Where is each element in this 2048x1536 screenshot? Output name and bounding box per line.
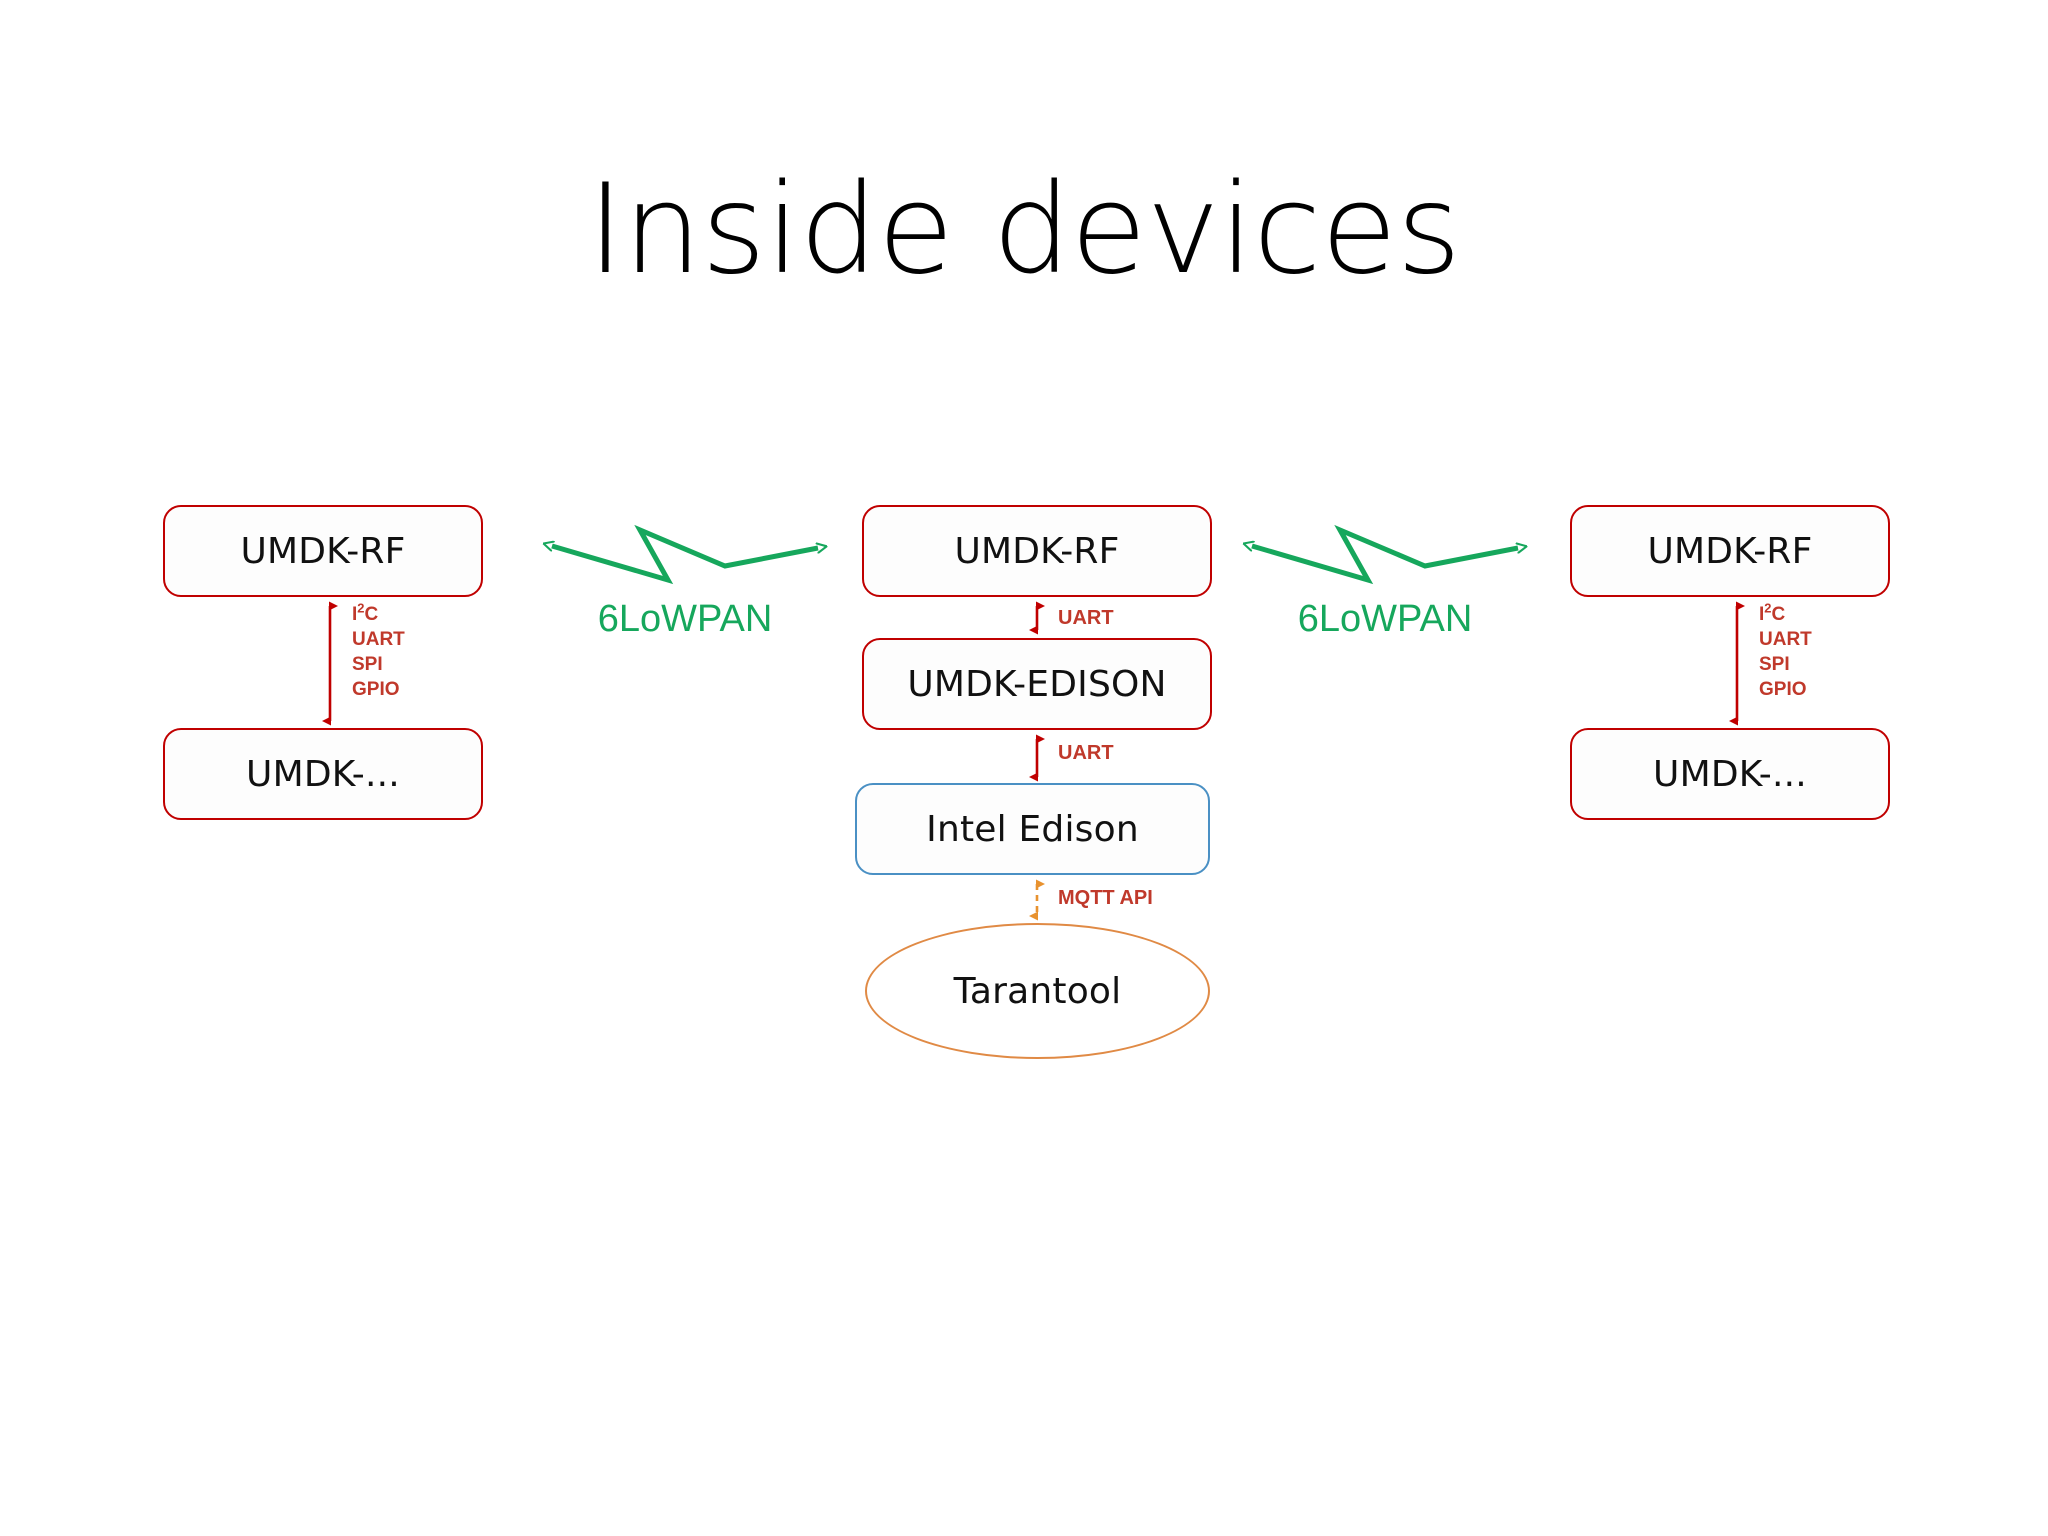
node-left-umdk-rf-label: UMDK-RF — [240, 530, 406, 572]
node-right-umdk-rf[interactable]: UMDK-RF — [1570, 505, 1890, 597]
bus-left-protocol-spi: SPI — [352, 654, 383, 676]
bus-right-device — [1729, 597, 1745, 730]
bus-center-mqtt — [1029, 875, 1045, 925]
node-center-tarantool-label: Tarantool — [953, 970, 1122, 1012]
node-right-umdk-other[interactable]: UMDK-... — [1570, 728, 1890, 820]
bus-right-protocol-gpio: GPIO — [1759, 679, 1807, 701]
bus-center-uart-top — [1029, 597, 1045, 639]
wireless-link-left-center — [540, 518, 830, 598]
bus-left-protocol-uart: UART — [352, 629, 405, 651]
wireless-link-left-center-label: 6LoWPAN — [597, 598, 773, 640]
bus-right-protocol-i2c: I2C — [1759, 600, 1786, 625]
node-center-umdk-edison[interactable]: UMDK-EDISON — [862, 638, 1212, 730]
bus-center-uart-mid-label: UART — [1058, 742, 1114, 764]
node-center-intel-edison-label: Intel Edison — [926, 808, 1139, 850]
wireless-link-center-right-label: 6LoWPAN — [1297, 598, 1473, 640]
bus-center-uart-mid — [1029, 730, 1045, 786]
node-left-umdk-other-label: UMDK-... — [246, 753, 400, 795]
wireless-link-center-right — [1240, 518, 1530, 598]
bus-center-uart-top-label: UART — [1058, 607, 1114, 629]
bus-left-protocol-i2c: I2C — [352, 600, 379, 625]
bus-right-protocol-uart: UART — [1759, 629, 1812, 651]
bus-left-device — [322, 597, 338, 730]
bus-left-protocol-gpio: GPIO — [352, 679, 400, 701]
bus-right-protocol-labels: I2C UART SPI GPIO — [1759, 602, 1812, 702]
page-title: Inside devices — [587, 158, 1461, 302]
node-left-umdk-other[interactable]: UMDK-... — [163, 728, 483, 820]
node-right-umdk-other-label: UMDK-... — [1653, 753, 1807, 795]
bus-center-mqtt-label: MQTT API — [1058, 887, 1153, 909]
node-center-umdk-rf[interactable]: UMDK-RF — [862, 505, 1212, 597]
node-center-intel-edison[interactable]: Intel Edison — [855, 783, 1210, 875]
node-left-umdk-rf[interactable]: UMDK-RF — [163, 505, 483, 597]
node-center-umdk-edison-label: UMDK-EDISON — [907, 663, 1167, 705]
node-right-umdk-rf-label: UMDK-RF — [1647, 530, 1813, 572]
node-center-umdk-rf-label: UMDK-RF — [954, 530, 1120, 572]
bus-right-protocol-spi: SPI — [1759, 654, 1790, 676]
bus-left-protocol-labels: I2C UART SPI GPIO — [352, 602, 405, 702]
node-center-tarantool[interactable]: Tarantool — [865, 923, 1210, 1059]
